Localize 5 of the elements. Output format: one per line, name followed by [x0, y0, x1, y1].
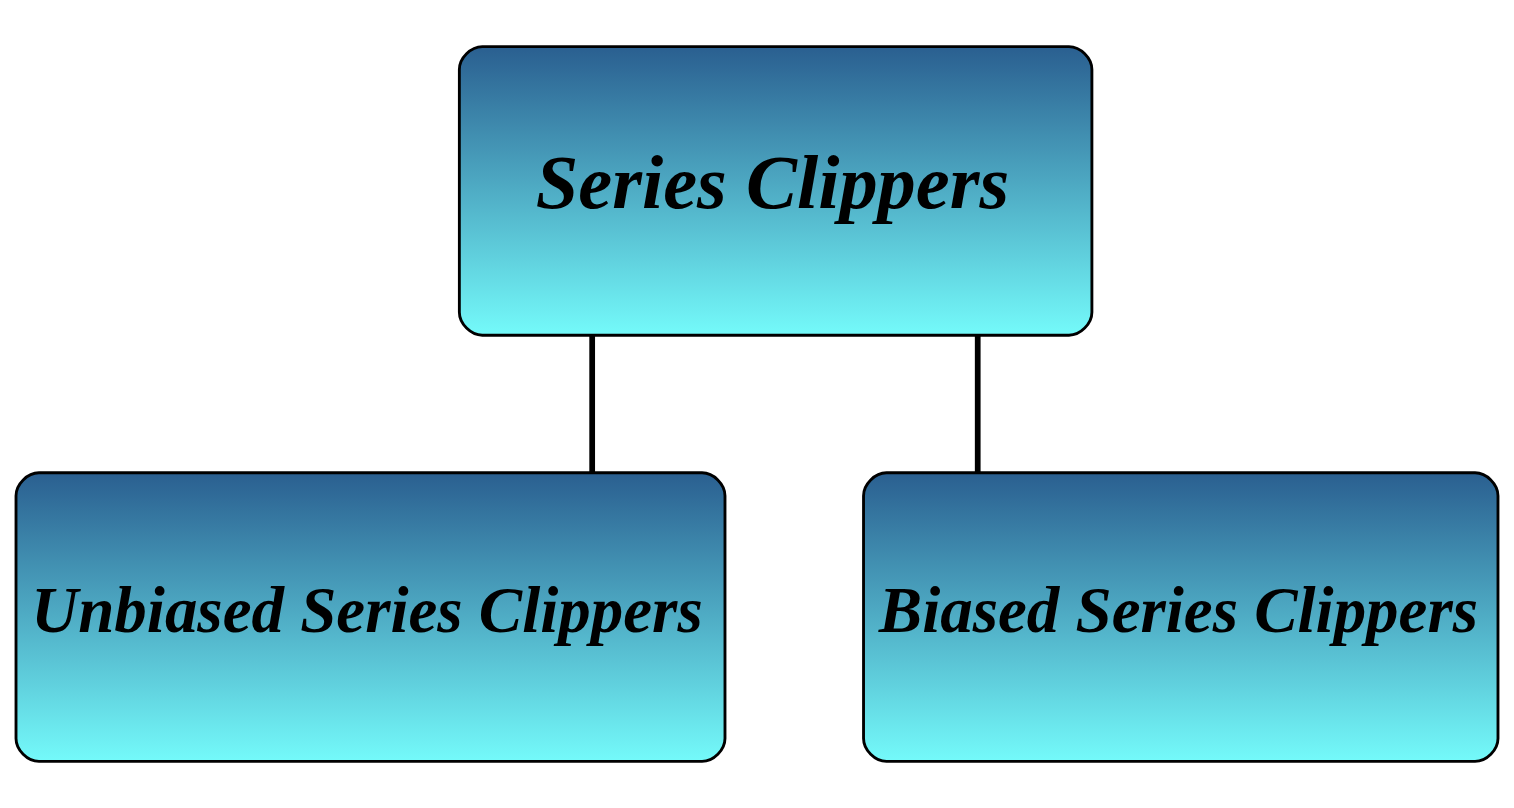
node-box: Unbiased Series Clippers [14, 471, 727, 763]
node-box: Biased Series Clippers [862, 471, 1500, 763]
connector [974, 335, 981, 473]
connector [589, 335, 596, 473]
node-box: Series Clippers [457, 45, 1094, 337]
